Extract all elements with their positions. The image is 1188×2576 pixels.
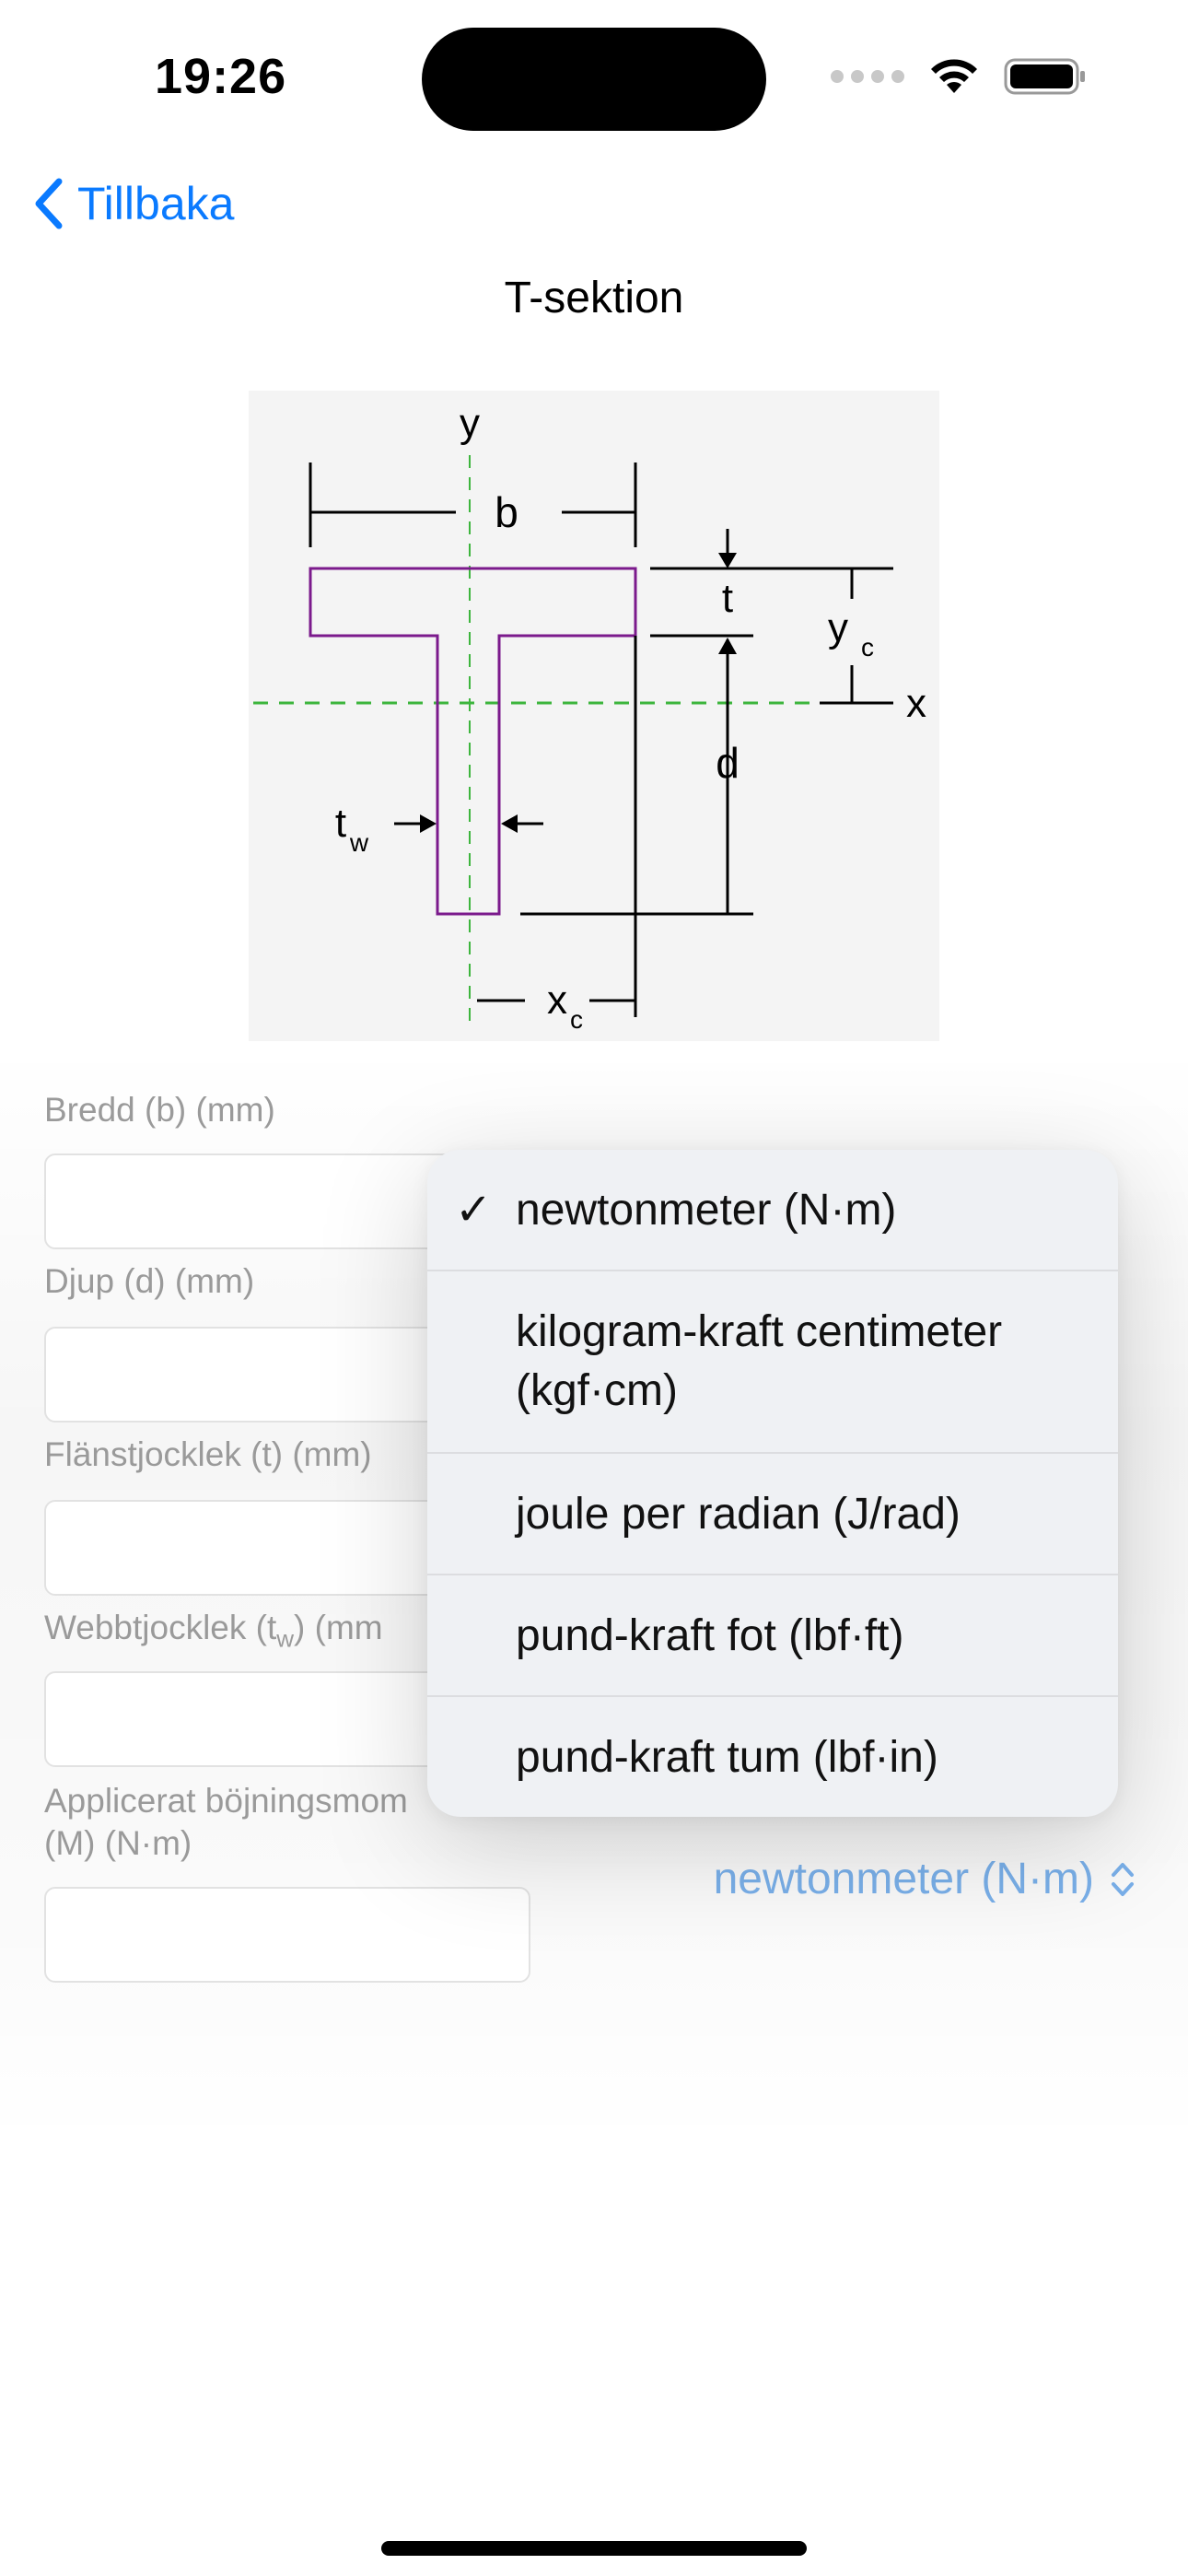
menu-item-kgf-cm[interactable]: kilogram-kraft centimeter (kgf·cm)	[427, 1271, 1118, 1454]
dim-yc-label: y	[828, 605, 848, 650]
bending-moment-input[interactable]	[44, 1887, 530, 1983]
menu-item-label: pund-kraft fot (lbf·ft)	[516, 1610, 904, 1660]
field-label-depth: Djup (d) (mm)	[44, 1262, 255, 1300]
t-section-diagram: b y t d y c x t w x c	[249, 391, 939, 1041]
dim-tw-subscript: w	[349, 828, 369, 857]
dim-t-label: t	[722, 576, 733, 621]
dim-yc-subscript: c	[861, 633, 874, 662]
back-button[interactable]: Tillbaka	[33, 177, 234, 230]
field-label-bending-moment: Applicerat böjningsmom (M) (N·m)	[44, 1782, 408, 1862]
back-label: Tillbaka	[77, 178, 235, 229]
y-axis-label: y	[460, 401, 480, 446]
checkmark-icon: ✓	[455, 1186, 493, 1235]
page-title: T-sektion	[504, 274, 684, 322]
menu-item-newtonmeter[interactable]: ✓ newtonmeter (N·m)	[427, 1150, 1118, 1271]
dynamic-island	[422, 28, 766, 131]
unit-select[interactable]: newtonmeter (N·m)	[714, 1854, 1136, 1904]
menu-item-label: newtonmeter (N·m)	[516, 1185, 897, 1235]
menu-item-label: pund-kraft tum (lbf·in)	[516, 1732, 938, 1782]
chevron-left-icon	[35, 178, 63, 229]
dim-b-label: b	[495, 488, 518, 536]
cellular-signal-icon	[831, 70, 904, 83]
battery-icon	[1004, 58, 1085, 95]
field-label-width: Bredd (b) (mm)	[44, 1091, 275, 1129]
menu-item-lbf-ft[interactable]: pund-kraft fot (lbf·ft)	[427, 1575, 1118, 1697]
dim-xc-label: x	[547, 978, 567, 1023]
dim-xc-subscript: c	[570, 1005, 583, 1034]
wifi-icon	[931, 59, 977, 93]
unit-menu: ✓ newtonmeter (N·m) kilogram-kraft centi…	[427, 1150, 1118, 1817]
status-time: 19:26	[155, 49, 287, 104]
menu-item-label: joule per radian (J/rad)	[516, 1489, 961, 1539]
unit-select-value: newtonmeter (N·m)	[713, 1855, 1094, 1903]
home-indicator[interactable]	[381, 2541, 807, 2556]
dim-tw-label: t	[335, 801, 346, 846]
status-icons	[831, 57, 1087, 96]
menu-item-joule-per-radian[interactable]: joule per radian (J/rad)	[427, 1454, 1118, 1575]
menu-item-label: kilogram-kraft centimeter	[516, 1307, 1003, 1356]
chevron-up-down-icon	[1112, 1862, 1134, 1896]
dim-d-label: d	[716, 739, 740, 787]
menu-item-label-line2: (kgf·cm)	[516, 1366, 678, 1415]
menu-item-lbf-in[interactable]: pund-kraft tum (lbf·in)	[427, 1697, 1118, 1817]
x-axis-label: x	[906, 681, 926, 726]
field-label-flange-thickness: Flänstjocklek (t) (mm)	[44, 1435, 372, 1473]
field-label-web-thickness: Webbtjocklek (tw) (mm	[44, 1609, 383, 1653]
